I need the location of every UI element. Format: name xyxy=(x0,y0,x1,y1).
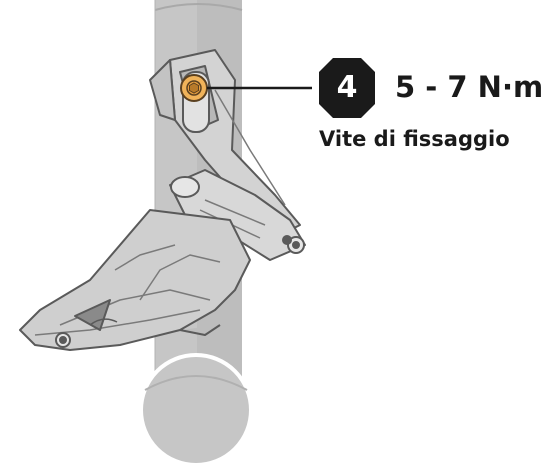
torque-value: 5 - 7 N·m xyxy=(395,70,544,104)
part-label: Vite di fissaggio xyxy=(319,127,510,151)
bottom-bracket-shell xyxy=(139,353,253,466)
derailleur-cage xyxy=(19,209,251,351)
linkage xyxy=(169,169,306,261)
fixing-screw xyxy=(180,74,208,102)
step-number: 4 xyxy=(336,70,358,105)
step-badge-shape xyxy=(319,58,375,118)
step-badge: 4 xyxy=(319,58,375,118)
